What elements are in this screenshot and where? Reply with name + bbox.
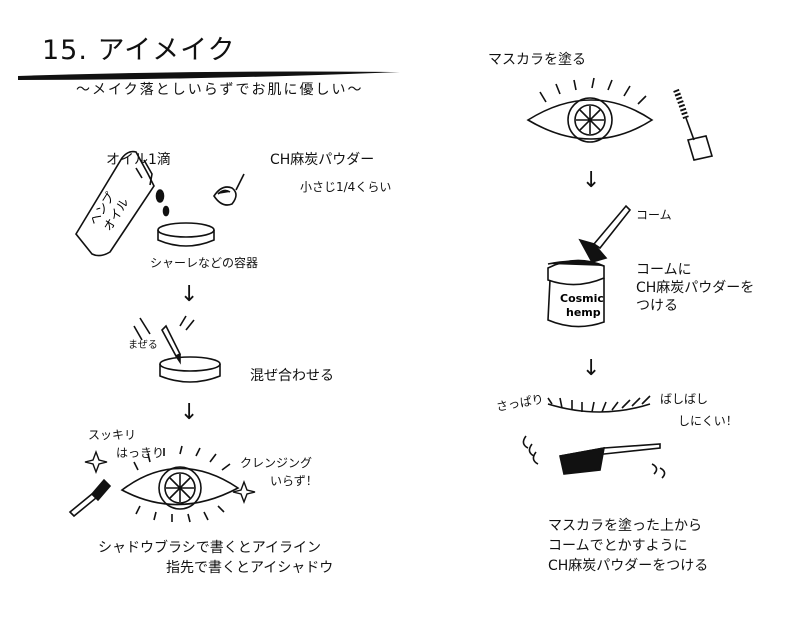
comb-powder-1: コームに xyxy=(636,262,692,278)
mascara-label: マスカラを塗る xyxy=(488,52,586,68)
jar-text-1: Cosmic xyxy=(560,292,604,305)
sappari-label: さっぱり xyxy=(495,391,545,415)
comb-drawing xyxy=(578,204,632,263)
comb-powder-2: CH麻炭パウダーを xyxy=(636,280,755,296)
comb-powder-3: つける xyxy=(636,298,678,314)
right-caption-3: CH麻炭パウダーをつける xyxy=(548,558,709,574)
right-caption-1: マスカラを塗った上から xyxy=(548,518,702,534)
lashes-drawing xyxy=(522,395,666,479)
sparkle-right xyxy=(232,480,256,504)
petri-dish-drawing xyxy=(157,222,215,247)
left-caption-2: 指先で書くとアイシャドウ xyxy=(166,560,334,576)
sparkle-left xyxy=(84,450,108,474)
spoon-drawing xyxy=(213,173,245,206)
arrow-down-4: ↓ xyxy=(582,356,601,381)
cleansing-label-2: いらず！ xyxy=(270,474,318,488)
hakkiri-label: はっきり xyxy=(116,446,165,460)
bottle-text-2: オイル xyxy=(101,196,132,234)
jar-text-2: hemp xyxy=(566,306,601,319)
powder-label: CH麻炭パウダー xyxy=(270,152,375,168)
sukkiri-label: スッキリ xyxy=(88,428,137,442)
bottle-text-1: ヘンプ xyxy=(87,190,118,228)
shadow-brush-drawing xyxy=(68,478,112,518)
container-label: シャーレなどの容器 xyxy=(150,256,259,270)
left-caption-1: シャドウブラシで書くとアイライン xyxy=(98,540,322,556)
mascara-wand-drawing xyxy=(673,88,714,161)
mascara-eye-drawing xyxy=(526,77,654,143)
powder-amount: 小さじ1/4くらい xyxy=(300,180,392,194)
title-underline xyxy=(18,71,400,80)
cleansing-label-1: クレンジング xyxy=(240,456,313,470)
oil-label: オイル1滴 xyxy=(106,152,171,168)
mix-label: 混ぜ合わせる xyxy=(250,368,334,384)
bashibashi-label-1: ばしばし xyxy=(660,392,709,406)
arrow-down-2: ↓ xyxy=(180,400,199,425)
arrow-down-3: ↓ xyxy=(582,168,601,193)
bashibashi-label-2: しにくい！ xyxy=(678,414,738,428)
comb-under-lashes-drawing xyxy=(559,443,661,475)
stir-label: まぜる xyxy=(128,340,158,351)
jar-drawing xyxy=(547,259,605,328)
right-caption-2: コームでとかすように xyxy=(548,538,688,554)
arrow-down-1: ↓ xyxy=(180,282,199,307)
page-subtitle: 〜メイク落としいらずでお肌に優しい〜 xyxy=(76,82,364,98)
comb-label: コーム xyxy=(636,208,672,222)
page-title: 15. アイメイク xyxy=(42,35,236,66)
